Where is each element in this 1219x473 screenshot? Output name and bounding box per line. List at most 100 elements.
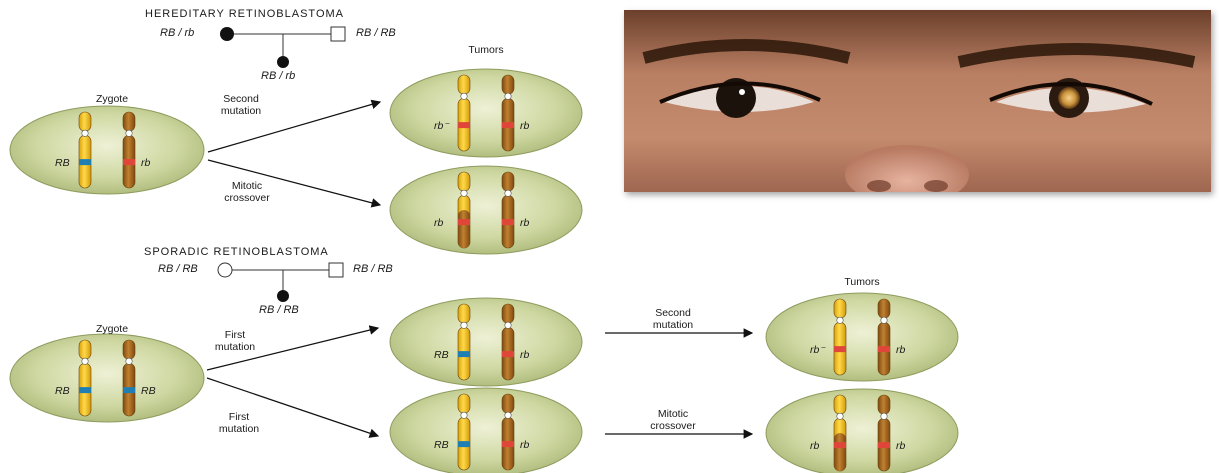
- centromere: [461, 412, 467, 418]
- gene-locus-band: [834, 346, 846, 352]
- centromere: [505, 322, 511, 328]
- allele-label-left: rb⁻: [434, 120, 450, 132]
- sporadic-tumor-cell-crossover: rb rb: [766, 389, 958, 473]
- allele-label-left: rb: [810, 440, 819, 452]
- centromere: [126, 358, 132, 364]
- sporadic-zygote-cell: RB RB: [10, 334, 204, 422]
- chromosome-maternal: [79, 112, 91, 188]
- centromere: [505, 412, 511, 418]
- allele-label-right: rb: [896, 440, 905, 452]
- chromosome-maternal: [834, 299, 846, 375]
- hereditary-zygote-cell: RB rb: [10, 106, 204, 194]
- chromosome-maternal: [458, 75, 470, 151]
- gene-locus-band: [834, 442, 846, 448]
- unaffected-parent-symbol: [218, 263, 232, 277]
- allele-label-left: RB: [434, 349, 449, 361]
- first-mutation-label: Firstmutation: [204, 411, 274, 435]
- sporadic-tumor-cell-mutation: rb⁻ rb: [766, 293, 958, 381]
- allele-label-left: RB: [55, 157, 70, 169]
- allele-label-left: RB: [434, 439, 449, 451]
- gene-locus-band: [123, 159, 135, 165]
- centromere: [837, 413, 843, 419]
- gene-locus-band: [502, 219, 514, 225]
- sporadic-intermediate-cell-upper: RB rb: [390, 298, 582, 386]
- allele-label-right: rb: [141, 157, 150, 169]
- centromere: [505, 93, 511, 99]
- chromosome-paternal: [502, 304, 514, 380]
- chromosome-paternal: [502, 394, 514, 470]
- allele-label-left: rb: [434, 217, 443, 229]
- chromosome-maternal: [834, 395, 846, 471]
- centromere: [461, 190, 467, 196]
- hereditary-tumor-cell-mutation: rb⁻ rb: [390, 69, 582, 157]
- sporadic-intermediate-cell-lower: RB rb: [390, 388, 582, 473]
- leukocoria-reflex: [1058, 87, 1080, 109]
- unaffected-parent-symbol: [331, 27, 345, 41]
- gene-locus-band: [502, 122, 514, 128]
- chromosome-maternal: [458, 394, 470, 470]
- tumors-label: Tumors: [446, 44, 526, 56]
- sporadic-pedigree: [218, 263, 343, 302]
- child-genotype: RB / rb: [261, 70, 295, 82]
- gene-locus-band: [79, 387, 91, 393]
- allele-label-left: rb⁻: [810, 344, 826, 356]
- parent-genotype-unaffected: RB / RB: [356, 27, 396, 39]
- allele-label-right: rb: [520, 439, 529, 451]
- chromosome-paternal: [123, 112, 135, 188]
- allele-label-right: rb: [520, 217, 529, 229]
- allele-label-right: rb: [520, 349, 529, 361]
- allele-label-right: rb: [520, 120, 529, 132]
- eyes-photo-illustration: [624, 10, 1211, 192]
- chromosome-paternal: [878, 395, 890, 471]
- affected-parent-symbol: [220, 27, 234, 41]
- zygote-label: Zygote: [72, 93, 152, 105]
- gene-locus-band: [502, 441, 514, 447]
- sporadic-title: SPORADIC RETINOBLASTOMA: [144, 246, 329, 258]
- chromosome-maternal: [458, 172, 470, 248]
- centromere: [881, 317, 887, 323]
- unaffected-parent-symbol: [329, 263, 343, 277]
- centromere: [461, 93, 467, 99]
- affected-child-symbol: [277, 56, 289, 68]
- gene-locus-band: [878, 346, 890, 352]
- centromere: [126, 130, 132, 136]
- chromosome-paternal: [502, 75, 514, 151]
- centromere: [505, 190, 511, 196]
- patient-eyes-photo: [624, 10, 1211, 192]
- hereditary-tumor-cell-crossover: rb rb: [390, 166, 582, 254]
- chromosome-maternal: [458, 304, 470, 380]
- centromere: [461, 322, 467, 328]
- zygote-label: Zygote: [72, 323, 152, 335]
- hereditary-title: HEREDITARY RETINOBLASTOMA: [145, 8, 344, 20]
- allele-label-right: rb: [896, 344, 905, 356]
- tumors-label: Tumors: [822, 276, 902, 288]
- gene-locus-band: [458, 122, 470, 128]
- chromosome-paternal: [878, 299, 890, 375]
- affected-child-symbol: [277, 290, 289, 302]
- centromere: [837, 317, 843, 323]
- gene-locus-band: [458, 351, 470, 357]
- gene-locus-band: [502, 351, 514, 357]
- parent-genotype-left: RB / RB: [158, 263, 198, 275]
- parent-genotype-right: RB / RB: [353, 263, 393, 275]
- chromosome-maternal: [79, 340, 91, 416]
- gene-locus-band: [458, 441, 470, 447]
- allele-label-right: RB: [141, 385, 156, 397]
- centromere: [82, 130, 88, 136]
- gene-locus-band: [123, 387, 135, 393]
- gene-locus-band: [79, 159, 91, 165]
- parent-genotype-affected: RB / rb: [160, 27, 194, 39]
- allele-label-left: RB: [55, 385, 70, 397]
- chromosome-paternal: [502, 172, 514, 248]
- centromere: [82, 358, 88, 364]
- child-genotype: RB / RB: [259, 304, 299, 316]
- gene-locus-band: [458, 219, 470, 225]
- gene-locus-band: [878, 442, 890, 448]
- hereditary-pedigree: [220, 27, 345, 68]
